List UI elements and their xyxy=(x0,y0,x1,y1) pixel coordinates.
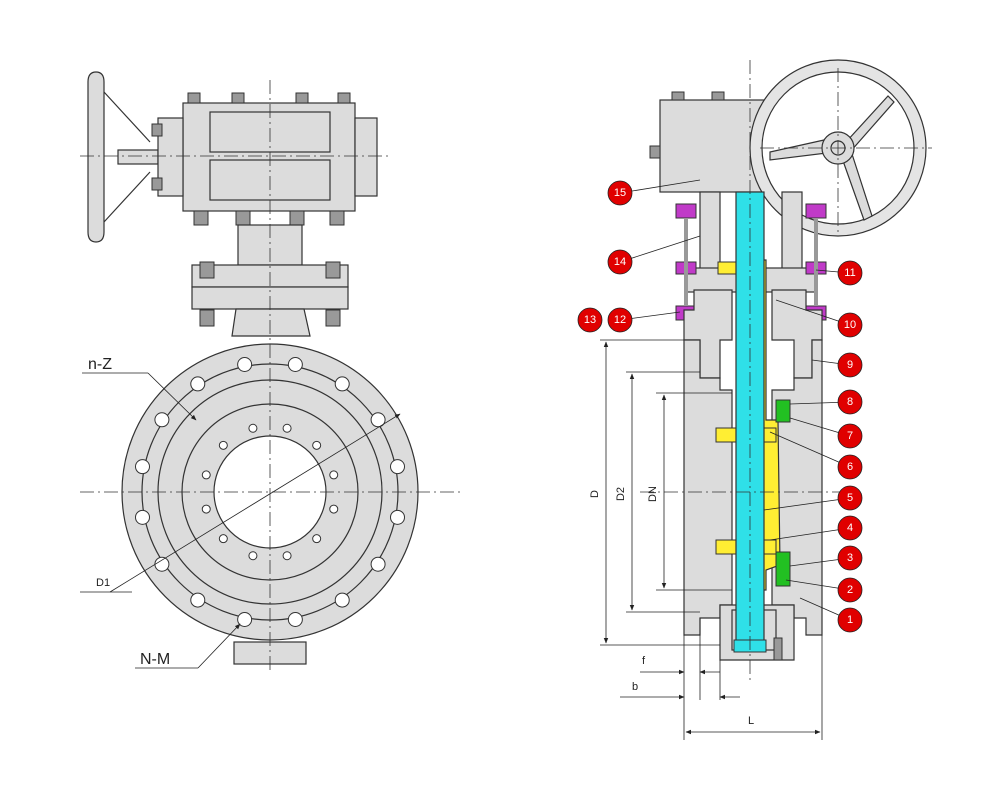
part-balloon xyxy=(577,307,603,333)
flange-hole xyxy=(237,356,253,372)
inner-bolt-hole xyxy=(218,440,228,450)
part-number: 9 xyxy=(847,359,853,371)
part-balloon xyxy=(837,607,863,633)
part-balloon xyxy=(837,454,863,480)
part-number: 2 xyxy=(847,584,853,596)
callout-n-m: N-M xyxy=(140,651,170,668)
flange-hole xyxy=(134,459,150,475)
flange-hole xyxy=(287,612,303,628)
inner-bolt-hole xyxy=(248,423,258,433)
part-balloon xyxy=(837,312,863,338)
callout-d1: D1 xyxy=(96,577,110,589)
balloon-leader xyxy=(775,299,851,326)
balloon-leader xyxy=(769,431,851,468)
flange-hole xyxy=(134,509,150,525)
inner-bolt-hole xyxy=(282,551,292,561)
balloon-leader xyxy=(763,497,851,511)
front-view: n-Z D1 N-M xyxy=(80,71,462,672)
part-balloon xyxy=(837,260,863,286)
part-number: 5 xyxy=(847,492,853,504)
part-number: 10 xyxy=(844,319,856,331)
part-number: 7 xyxy=(847,430,853,442)
dim-d2: D2 xyxy=(615,487,627,501)
front-handwheel xyxy=(87,71,159,243)
part-balloon xyxy=(837,515,863,541)
flange-hole xyxy=(390,459,406,475)
inner-bolt-holes xyxy=(201,423,339,561)
balloon-leader xyxy=(619,235,701,263)
dim-d: D xyxy=(589,490,601,498)
part-balloon xyxy=(607,180,633,206)
flange-hole xyxy=(390,509,406,525)
flange-hole xyxy=(154,412,170,428)
part-number: 6 xyxy=(847,461,853,473)
inner-bolt-hole xyxy=(312,534,322,544)
seal-ring xyxy=(775,399,791,587)
inner-bolt-hole xyxy=(329,504,339,514)
part-number: 12 xyxy=(614,314,626,326)
inner-bolt-hole xyxy=(201,470,211,480)
balloon-leader xyxy=(769,527,851,541)
flange-hole xyxy=(190,376,206,392)
inner-bolt-hole xyxy=(312,440,322,450)
flange-hole xyxy=(370,412,386,428)
dim-dn: DN xyxy=(647,486,659,502)
part-balloon xyxy=(607,307,633,333)
flange-hole xyxy=(370,556,386,572)
part-balloon xyxy=(837,545,863,571)
part-number: 14 xyxy=(614,256,626,268)
part-balloon xyxy=(837,577,863,603)
part-number: 1 xyxy=(847,614,853,626)
flange-hole xyxy=(334,376,350,392)
part-balloon xyxy=(607,249,633,275)
flange-hole xyxy=(237,612,253,628)
inner-bolt-hole xyxy=(201,504,211,514)
part-balloon xyxy=(837,352,863,378)
inner-bolt-hole xyxy=(248,551,258,561)
part-number: 13 xyxy=(584,314,596,326)
front-gearbox xyxy=(151,92,378,226)
inner-bolt-hole xyxy=(329,470,339,480)
flange-hole xyxy=(154,556,170,572)
dim-f: f xyxy=(642,655,646,667)
balloon-leader xyxy=(619,179,701,194)
part-balloon xyxy=(837,423,863,449)
section-dimensions: D D2 DN f b L xyxy=(589,339,823,740)
callout-n-z: n-Z xyxy=(88,356,112,373)
flange-hole xyxy=(190,592,206,608)
part-number: 3 xyxy=(847,552,853,564)
inner-bolt-hole xyxy=(282,423,292,433)
part-number: 15 xyxy=(614,187,626,199)
part-number: 11 xyxy=(844,267,855,279)
dim-l: L xyxy=(748,715,754,727)
part-number: 4 xyxy=(847,522,853,534)
part-balloon xyxy=(837,485,863,511)
flange-hole xyxy=(287,356,303,372)
part-balloon xyxy=(837,389,863,415)
flange-hole xyxy=(334,592,350,608)
flange-holes xyxy=(134,356,406,628)
part-number: 8 xyxy=(847,396,853,408)
inner-bolt-hole xyxy=(218,534,228,544)
dim-b: b xyxy=(632,681,638,693)
section-handwheel xyxy=(749,59,932,237)
front-bracket xyxy=(191,224,349,337)
